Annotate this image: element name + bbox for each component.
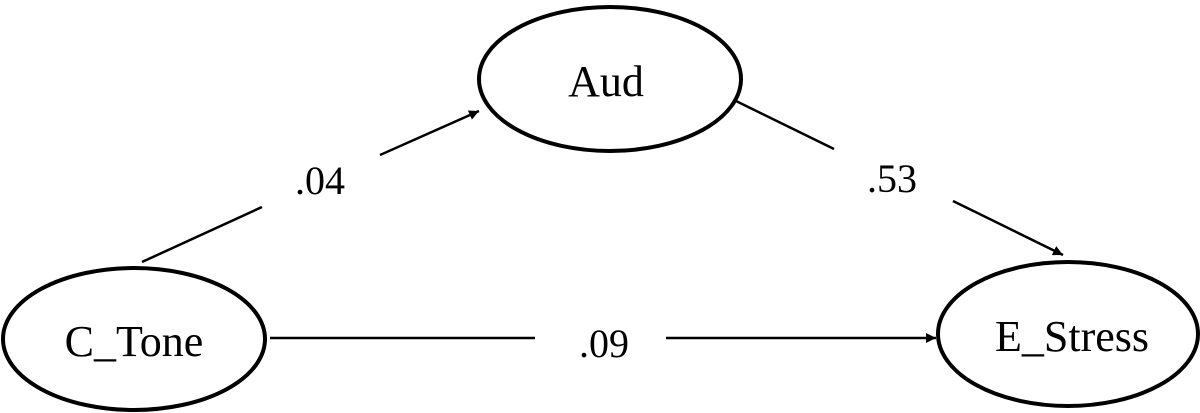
edge-aud-to-e-stress: .53 <box>735 99 1064 257</box>
node-c-tone-ellipse <box>1 266 267 412</box>
node-e-stress-ellipse <box>936 260 1200 408</box>
node-c-tone: C_Tone <box>1 266 267 412</box>
node-aud: Aud <box>477 5 743 153</box>
edge-c-tone-to-e-stress-coefficient: .09 <box>579 321 629 366</box>
edge-aud-to-e-stress-coefficient: .53 <box>867 156 917 201</box>
edge-c-tone-to-e-stress: .09 <box>270 321 936 366</box>
node-aud-ellipse <box>477 5 743 153</box>
edge-c-tone-to-aud-line-start <box>141 205 263 264</box>
edge-c-tone-to-aud-line-end <box>379 109 480 157</box>
edge-aud-to-e-stress-line-start <box>735 99 835 151</box>
node-aud-label: Aud <box>568 57 644 106</box>
edge-c-tone-to-aud-coefficient: .04 <box>295 158 345 203</box>
node-c-tone-label: C_Tone <box>65 317 204 366</box>
edge-c-tone-to-aud: .04 <box>141 109 480 264</box>
node-e-stress: E_Stress <box>936 260 1200 408</box>
edge-aud-to-e-stress-line-end <box>952 199 1064 257</box>
node-e-stress-label: E_Stress <box>995 312 1149 361</box>
